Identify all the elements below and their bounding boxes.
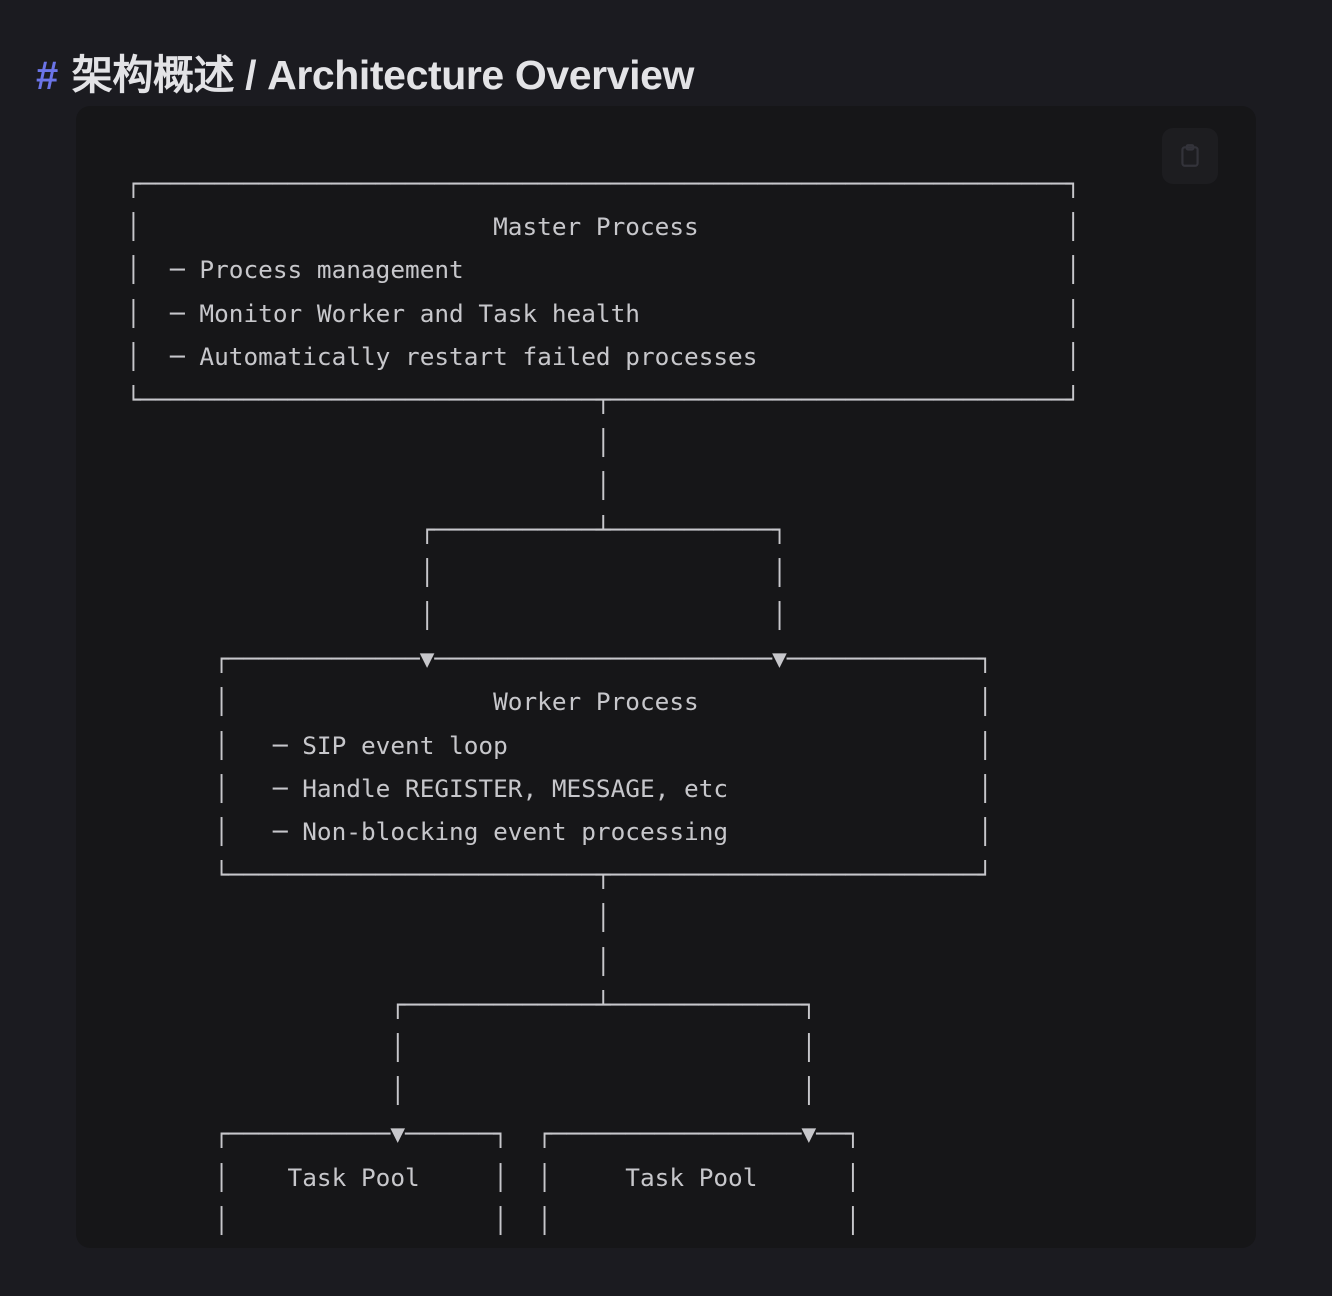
architecture-ascii-diagram: ┌───────────────────────────────────────… [126, 169, 1081, 1235]
code-block: ┌───────────────────────────────────────… [76, 106, 1256, 1248]
copy-code-button[interactable] [1162, 128, 1218, 184]
page-title-text: 架构概述 / Architecture Overview [71, 52, 695, 99]
heading-hash-icon: # [36, 54, 58, 99]
page-title: # 架构概述 / Architecture Overview [36, 41, 694, 101]
clipboard-icon [1177, 143, 1203, 169]
